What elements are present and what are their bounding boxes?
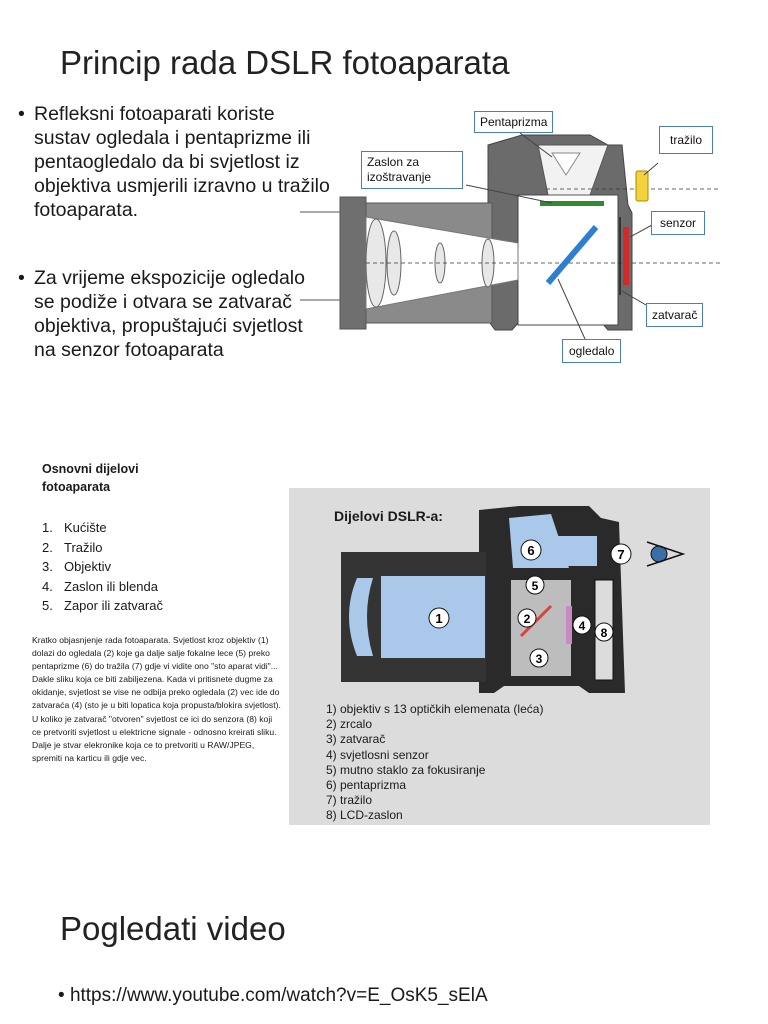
eyepiece (635, 170, 649, 202)
light-sensor (566, 606, 572, 644)
legend-item: 5) mutno staklo za fokusiranje (326, 762, 486, 777)
bullet-exposure: • Za vrijeme ekspozicije ogledalo se pod… (18, 266, 324, 362)
number-marker (610, 543, 632, 565)
number-marker-label: 7 (617, 547, 624, 562)
legend-item: 3) zatvarač (326, 732, 386, 747)
video-link-bullet: • https://www.youtube.com/watch?v=E_OsK5… (58, 985, 488, 1007)
number-marker (529, 648, 549, 668)
number-marker (572, 615, 592, 635)
number-marker (517, 608, 537, 628)
legend-item: 4) svjetlosni senzor (326, 747, 429, 762)
legend-item: 2) zrcalo (326, 717, 373, 732)
legend-item: 7) tražilo (326, 793, 373, 808)
legend-item: 8) LCD-zaslon (326, 808, 403, 823)
label-senzor: senzor (651, 211, 706, 235)
list-item: 5.Zapor ili zatvarač (42, 598, 163, 613)
mirror (545, 225, 599, 285)
viewfinder-optics (557, 536, 597, 566)
bullet-text: Refleksni fotoaparati koriste sustav ogl… (34, 103, 330, 221)
number-marker (525, 575, 545, 595)
lens-front-glass (349, 578, 373, 656)
number-marker-label: 6 (527, 543, 534, 558)
number-marker-label: 2 (524, 612, 531, 626)
number-marker-label: 4 (579, 619, 586, 633)
sensor (623, 227, 629, 285)
number-marker-label: 3 (536, 652, 543, 666)
bullet-dot: • (18, 267, 25, 289)
callout-leader (557, 278, 586, 340)
number-marker (428, 607, 450, 629)
number-marker (520, 539, 542, 561)
prism-inner (551, 152, 581, 176)
explanation-paragraph: Kratko objasnjenje rada fotoaparata. Svj… (32, 635, 281, 763)
focusing-screen (540, 201, 604, 206)
number-marker-label: 5 (532, 579, 539, 593)
label-trazilo: tražilo (659, 126, 714, 154)
video-link[interactable]: https://www.youtube.com/watch?v=E_OsK5_s… (69, 985, 488, 1006)
list-item: 1.Kućište (42, 520, 107, 535)
callout-leader (629, 224, 653, 238)
section-title-video: Pogledati video (60, 910, 286, 947)
label-zaslon: Zaslon za izoštravanje (361, 151, 463, 189)
callout-leader (465, 184, 553, 204)
list-item: 4.Zaslon ili blenda (42, 578, 158, 594)
number-marker-label: 8 (601, 626, 608, 640)
dslr-parts-diagram: 1 2 3 4 5 6 7 8 (341, 506, 686, 693)
parts-list: 1.Kućište 2.Tražilo 3.Objektiv 4.Zaslon … (42, 518, 163, 616)
figure-title: Dijelovi DSLR-a: (334, 508, 443, 524)
bullet-text: Za vrijeme ekspozicije ogledalo se podiž… (34, 267, 305, 361)
number-marker (594, 622, 614, 642)
number-marker-label: 1 (435, 611, 442, 626)
bullet-reflex-system: • Refleksni fotoaparati koriste sustav o… (18, 102, 334, 222)
eye-outline (646, 541, 686, 567)
legend-item: 1) objektiv s 13 optičkih elemenata (leć… (326, 702, 544, 716)
callout-leader (643, 162, 659, 176)
page-title: Princip rada DSLR fotoaparata (60, 44, 510, 81)
parts-legend: 1) objektiv s 13 optičkih elemenata (leć… (326, 702, 543, 824)
parts-heading: Osnovni dijelovi fotoaparata (42, 462, 139, 494)
bullet-dot: • (58, 985, 65, 1006)
lens-front-ring (339, 196, 367, 330)
bullet-dot: • (18, 103, 25, 125)
label-zatvarac: zatvarač (646, 303, 704, 327)
callout-leader (519, 132, 553, 158)
legend-item: 6) pentaprizma (326, 778, 407, 793)
label-pentaprizma: Pentaprizma (474, 111, 554, 133)
callout-leader (621, 290, 647, 306)
list-item: 3.Objektiv (42, 559, 111, 574)
list-item: 2.Tražilo (42, 539, 103, 555)
label-ogledalo: ogledalo (562, 339, 622, 363)
dslr-cross-section-diagram (300, 132, 720, 340)
